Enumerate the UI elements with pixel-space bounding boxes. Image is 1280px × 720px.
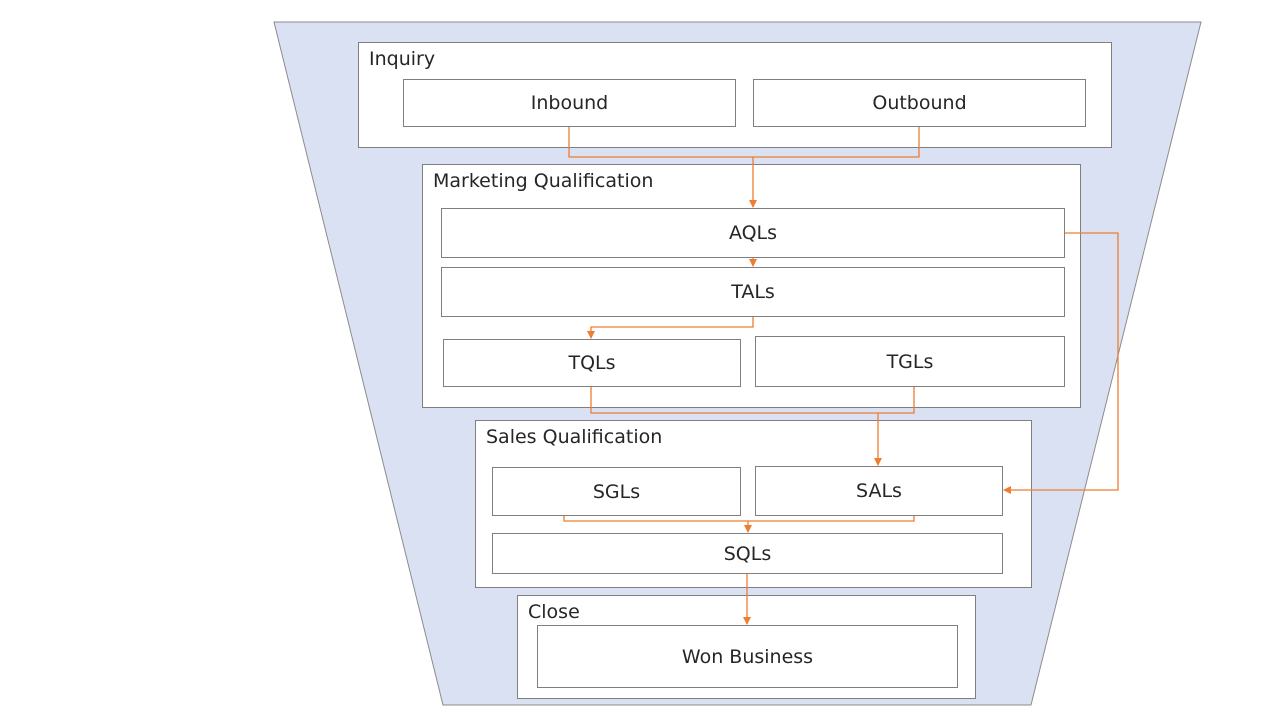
node-aqls[interactable]: AQLs (441, 208, 1065, 258)
node-tals[interactable]: TALs (441, 267, 1065, 317)
stage-marketing-qualification-label: Marketing Qualification (433, 170, 654, 192)
node-sals[interactable]: SALs (755, 466, 1003, 516)
stage-close-label: Close (528, 601, 580, 623)
node-won-business[interactable]: Won Business (537, 625, 958, 688)
stage-sales-qualification-label: Sales Qualification (486, 426, 663, 448)
stage-inquiry-label: Inquiry (369, 48, 436, 70)
node-sqls[interactable]: SQLs (492, 533, 1003, 574)
node-tgls[interactable]: TGLs (755, 336, 1065, 387)
node-outbound[interactable]: Outbound (753, 79, 1086, 127)
node-tqls[interactable]: TQLs (443, 339, 741, 387)
node-inbound[interactable]: Inbound (403, 79, 736, 127)
node-sgls[interactable]: SGLs (492, 467, 741, 516)
